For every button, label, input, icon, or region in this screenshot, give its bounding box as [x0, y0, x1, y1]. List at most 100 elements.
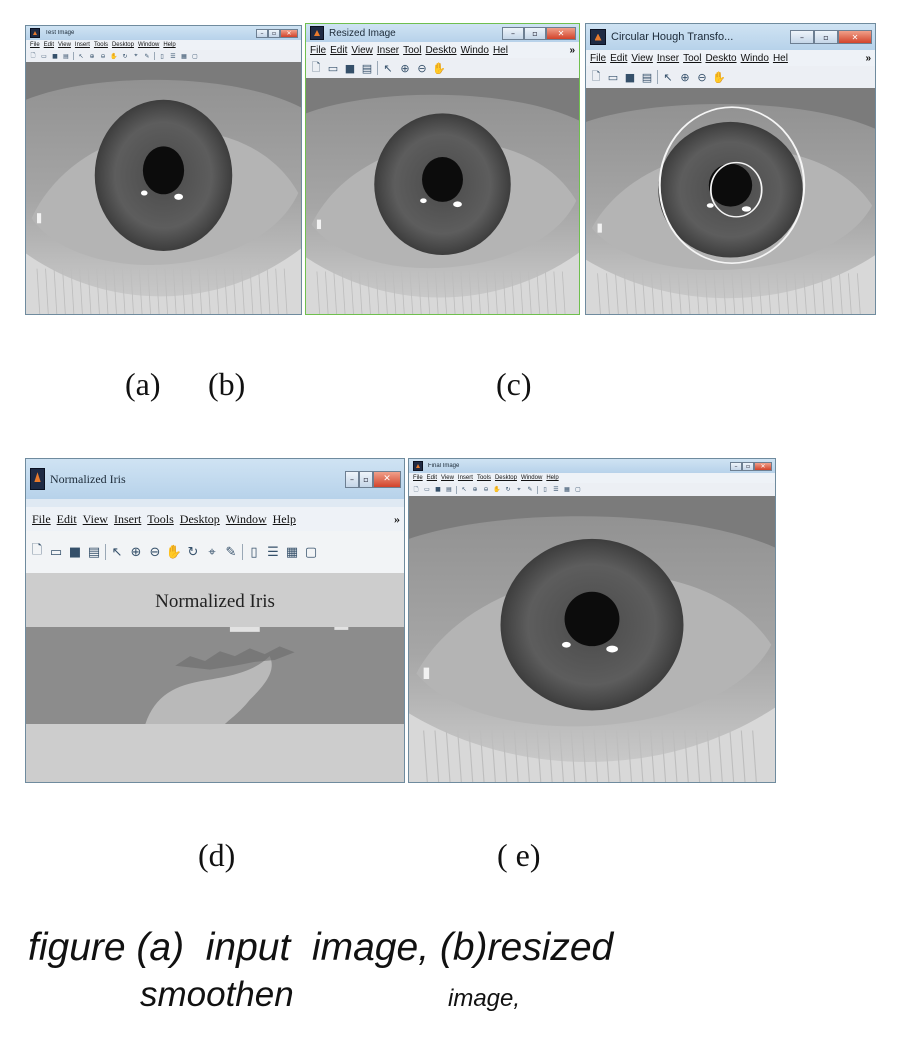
- menu-window[interactable]: Window: [225, 511, 267, 526]
- pointer-icon[interactable]: ↖: [461, 486, 467, 493]
- maximize-button[interactable]: ▫: [742, 461, 754, 471]
- zoom-out-icon[interactable]: ⊖: [697, 70, 707, 84]
- close-button[interactable]: ✕: [280, 28, 298, 38]
- close-button[interactable]: ✕: [754, 461, 772, 471]
- menu-window[interactable]: Windo: [460, 44, 489, 56]
- save-icon[interactable]: ■: [624, 70, 636, 84]
- colorbar-icon[interactable]: ▯: [543, 486, 547, 493]
- menu-file[interactable]: File: [310, 44, 327, 56]
- menu-insert[interactable]: Insert: [113, 511, 142, 526]
- menu-file[interactable]: File: [32, 511, 51, 526]
- minimize-button[interactable]: –: [790, 30, 814, 44]
- data-cursor-icon[interactable]: ⌖: [517, 485, 521, 493]
- menu-edit[interactable]: Edit: [43, 42, 55, 48]
- pan-icon[interactable]: ✋: [432, 61, 446, 75]
- open-folder-icon[interactable]: ▭: [607, 70, 619, 84]
- open-folder-icon[interactable]: ▭: [327, 61, 339, 75]
- zoom-out-icon[interactable]: ⊖: [100, 52, 106, 60]
- zoom-in-icon[interactable]: ⊕: [680, 70, 690, 84]
- menu-edit[interactable]: Edit: [330, 44, 348, 56]
- grid-icon[interactable]: ▦: [181, 52, 187, 60]
- rotate-icon[interactable]: ↻: [505, 486, 511, 493]
- pointer-icon[interactable]: ↖: [663, 70, 673, 84]
- menu-edit[interactable]: Edit: [610, 52, 628, 64]
- pan-icon[interactable]: ✋: [165, 544, 183, 560]
- menu-tools[interactable]: Tool: [403, 44, 422, 56]
- close-button[interactable]: ✕: [546, 26, 576, 40]
- menu-insert[interactable]: Inser: [656, 52, 680, 64]
- menu-view[interactable]: View: [82, 511, 108, 526]
- open-folder-icon[interactable]: ▭: [41, 52, 47, 60]
- titlebar[interactable]: Final Image – ▫ ✕: [409, 459, 775, 473]
- data-cursor-icon[interactable]: ⌖: [208, 544, 216, 560]
- menu-window[interactable]: Window: [137, 42, 160, 48]
- menu-desktop[interactable]: Desktop: [111, 42, 134, 48]
- plot-icon[interactable]: ▢: [192, 52, 198, 60]
- menu-help[interactable]: Help: [272, 511, 296, 526]
- zoom-out-icon[interactable]: ⊖: [149, 544, 161, 560]
- legend-icon[interactable]: ☰: [267, 544, 279, 560]
- pan-icon[interactable]: ✋: [712, 70, 726, 84]
- menu-help[interactable]: Hel: [492, 44, 508, 56]
- new-file-icon[interactable]: 🗋: [30, 52, 36, 59]
- maximize-button[interactable]: ▫: [268, 28, 280, 38]
- titlebar[interactable]: Test Image – ▫ ✕: [26, 26, 301, 40]
- print-icon[interactable]: ▤: [446, 486, 452, 493]
- data-cursor-icon[interactable]: ⌖: [134, 52, 138, 59]
- print-icon[interactable]: ▤: [641, 70, 653, 84]
- menu-desktop[interactable]: Deskto: [705, 52, 737, 64]
- menu-tools[interactable]: Tool: [683, 52, 702, 64]
- menu-view[interactable]: View: [441, 475, 454, 481]
- brush-icon[interactable]: ✎: [144, 52, 150, 60]
- rotate-icon[interactable]: ↻: [187, 544, 199, 560]
- rotate-icon[interactable]: ↻: [122, 52, 128, 60]
- legend-icon[interactable]: ☰: [170, 52, 176, 60]
- open-folder-icon[interactable]: ▭: [424, 486, 430, 493]
- menu-help[interactable]: Hel: [772, 52, 788, 64]
- plot-icon[interactable]: ▢: [304, 544, 318, 560]
- grid-icon[interactable]: ▦: [564, 486, 570, 493]
- new-file-icon[interactable]: 🗋: [413, 485, 419, 493]
- zoom-in-icon[interactable]: ⊕: [400, 61, 410, 75]
- save-icon[interactable]: ■: [435, 486, 441, 493]
- pointer-icon[interactable]: ↖: [111, 544, 123, 560]
- minimize-button[interactable]: –: [256, 28, 268, 38]
- brush-icon[interactable]: ✎: [527, 486, 533, 493]
- menu-view[interactable]: View: [631, 52, 653, 64]
- print-icon[interactable]: ▤: [87, 544, 101, 560]
- menu-insert[interactable]: Insert: [457, 475, 473, 481]
- titlebar[interactable]: Resized Image – ▫ ✕: [306, 24, 579, 42]
- titlebar[interactable]: Circular Hough Transfo... – ▫ ✕: [586, 24, 875, 50]
- open-folder-icon[interactable]: ▭: [49, 544, 63, 560]
- colorbar-icon[interactable]: ▯: [250, 544, 258, 560]
- menu-help[interactable]: Help: [546, 475, 559, 481]
- print-icon[interactable]: ▤: [63, 52, 69, 60]
- maximize-button[interactable]: ▫: [524, 26, 546, 40]
- plot-icon[interactable]: ▢: [575, 486, 581, 493]
- menu-tools[interactable]: Tools: [147, 511, 174, 526]
- pan-icon[interactable]: ✋: [110, 52, 118, 60]
- menu-window[interactable]: Window: [520, 475, 543, 481]
- menu-view[interactable]: View: [58, 42, 71, 48]
- maximize-button[interactable]: ▫: [814, 30, 838, 44]
- pointer-icon[interactable]: ↖: [383, 61, 393, 75]
- save-icon[interactable]: ■: [52, 52, 58, 60]
- print-icon[interactable]: ▤: [361, 61, 373, 75]
- menu-desktop[interactable]: Desktop: [179, 511, 220, 526]
- pan-icon[interactable]: ✋: [493, 486, 501, 493]
- menu-insert[interactable]: Insert: [74, 42, 90, 48]
- zoom-in-icon[interactable]: ⊕: [472, 486, 478, 493]
- menu-file[interactable]: File: [413, 475, 423, 481]
- menu-edit[interactable]: Edit: [56, 511, 77, 526]
- menu-file[interactable]: File: [30, 42, 40, 48]
- zoom-in-icon[interactable]: ⊕: [130, 544, 142, 560]
- zoom-out-icon[interactable]: ⊖: [417, 61, 427, 75]
- menu-window[interactable]: Windo: [740, 52, 769, 64]
- menu-overflow-icon[interactable]: »: [569, 44, 575, 56]
- new-file-icon[interactable]: 🗋: [591, 69, 601, 83]
- save-icon[interactable]: ■: [68, 544, 82, 560]
- menu-view[interactable]: View: [351, 44, 373, 56]
- menu-tools[interactable]: Tools: [93, 42, 108, 48]
- zoom-out-icon[interactable]: ⊖: [483, 486, 489, 493]
- close-button[interactable]: ✕: [838, 30, 872, 44]
